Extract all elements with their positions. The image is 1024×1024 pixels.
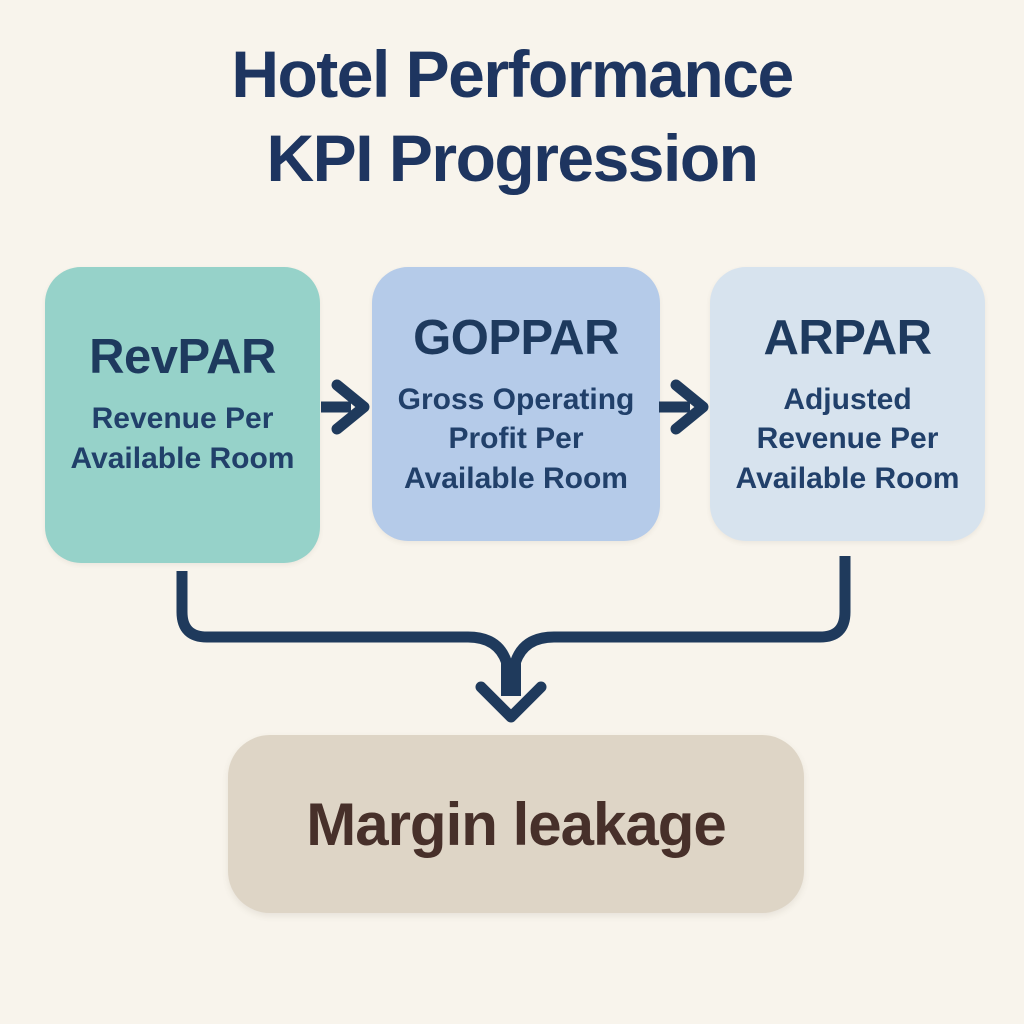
right-arrow-head	[670, 379, 709, 435]
right-arrow-icon	[321, 379, 370, 435]
kpi-acronym-revpar: RevPAR	[89, 330, 276, 385]
page-title: Hotel Performance KPI Progression	[0, 32, 1024, 201]
kpi-acronym-goppar: GOPPAR	[413, 310, 619, 365]
kpi-box-goppar: GOPPAR Gross Operating Profit Per Availa…	[372, 267, 660, 541]
kpi-definition-goppar: Gross Operating Profit Per Available Roo…	[397, 382, 635, 495]
kpi-box-revpar: RevPAR Revenue Per Available Room	[45, 267, 320, 563]
merge-left-branch	[176, 571, 512, 696]
outcome-box: Margin leakage	[228, 735, 804, 913]
page-title-line-1: Hotel Performance	[231, 37, 794, 111]
right-arrow-icon	[659, 379, 709, 435]
outcome-label: Margin leakage	[306, 790, 727, 858]
kpi-acronym-arpar: ARPAR	[763, 310, 932, 365]
kpi-definition-arpar: Adjusted Revenue Per Available Room	[735, 382, 960, 495]
merge-arrow-head	[475, 681, 547, 723]
page-title-line-2: KPI Progression	[266, 121, 759, 196]
kpi-box-arpar: ARPAR Adjusted Revenue Per Available Roo…	[710, 267, 985, 541]
merge-right-branch	[510, 556, 851, 696]
merge-down-arrow-icon	[176, 556, 851, 723]
right-arrow-head	[331, 379, 370, 435]
kpi-definition-revpar: Revenue Per Available Room	[70, 402, 295, 475]
